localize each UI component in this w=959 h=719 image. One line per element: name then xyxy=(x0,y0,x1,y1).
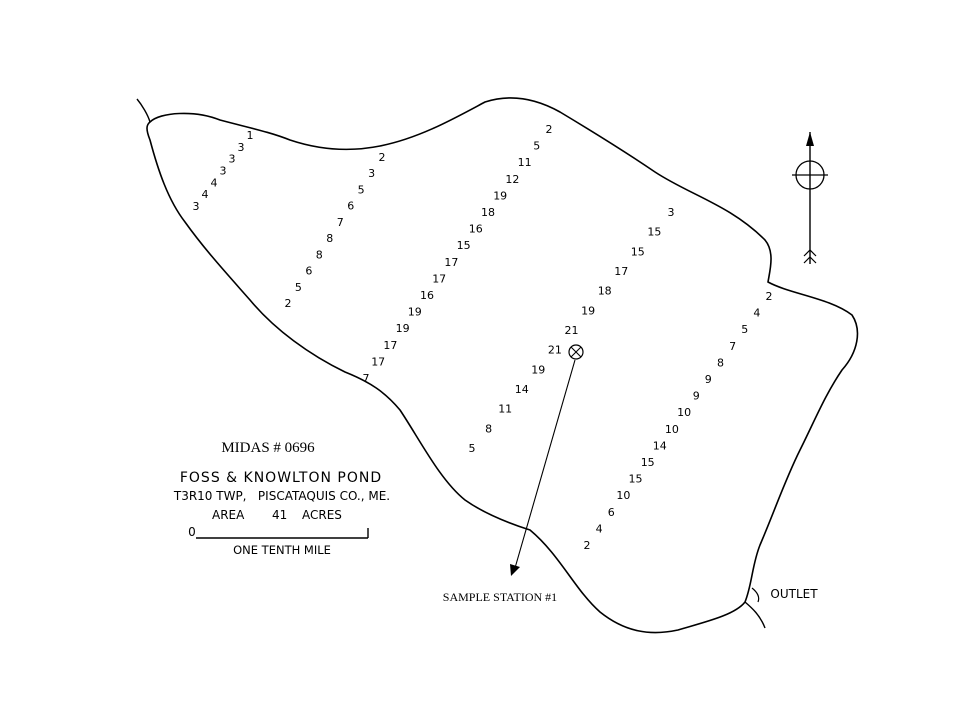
depth-sounding: 11 xyxy=(518,156,532,169)
depth-sounding: 19 xyxy=(581,304,595,317)
scale-zero: 0 xyxy=(188,525,196,539)
depth-sounding: 19 xyxy=(493,189,507,202)
depth-sounding: 11 xyxy=(498,403,512,416)
inlet-stream xyxy=(136,98,151,123)
depth-sounding: 14 xyxy=(515,383,529,396)
depth-sounding: 3 xyxy=(193,200,200,213)
depth-sounding: 17 xyxy=(432,272,446,285)
shoreline xyxy=(146,97,859,634)
depth-sounding: 18 xyxy=(598,285,612,298)
depth-sounding: 10 xyxy=(665,423,679,436)
depth-sounding: 7 xyxy=(729,340,736,353)
depth-sounding: 3 xyxy=(238,141,245,154)
depth-sounding: 5 xyxy=(533,140,540,153)
depth-sounding: 5 xyxy=(741,323,748,336)
depth-sounding: 2 xyxy=(379,151,386,164)
area-label: AREA xyxy=(212,508,245,522)
pond-name: FOSS & KNOWLTON POND xyxy=(180,470,382,486)
depth-sounding: 5 xyxy=(295,281,302,294)
depth-sounding: 5 xyxy=(358,183,365,196)
depth-soundings: 1333443235678865225111219181615171716191… xyxy=(193,123,773,552)
depth-sounding: 8 xyxy=(717,356,724,369)
sample-station-arrow xyxy=(510,359,576,576)
depth-sounding: 4 xyxy=(211,176,218,189)
scale-bar xyxy=(196,528,369,539)
depth-sounding: 10 xyxy=(616,489,630,502)
depth-sounding: 6 xyxy=(608,506,615,519)
depth-sounding: 17 xyxy=(444,256,458,269)
depth-sounding: 8 xyxy=(485,422,492,435)
depth-sounding: 2 xyxy=(546,123,553,136)
outlet-label: OUTLET xyxy=(770,587,818,601)
depth-sounding: 14 xyxy=(653,439,667,452)
area-unit: ACRES xyxy=(302,508,342,522)
depth-sounding: 2 xyxy=(285,297,292,310)
depth-sounding: 15 xyxy=(629,473,643,486)
depth-sounding: 2 xyxy=(766,290,773,303)
depth-sounding: 8 xyxy=(326,232,333,245)
depth-sounding: 9 xyxy=(693,390,700,403)
midas-number: MIDAS # 0696 xyxy=(221,440,315,456)
depth-sounding: 4 xyxy=(753,307,760,320)
depth-sounding: 9 xyxy=(705,373,712,386)
depth-sounding: 19 xyxy=(531,363,545,376)
depth-sounding: 2 xyxy=(584,539,591,552)
depth-sounding: 3 xyxy=(668,206,675,219)
sample-station-label: SAMPLE STATION #1 xyxy=(443,590,557,604)
depth-sounding: 15 xyxy=(641,456,655,469)
depth-sounding: 19 xyxy=(408,306,422,319)
depth-sounding: 16 xyxy=(420,289,434,302)
depth-sounding: 4 xyxy=(202,188,209,201)
depth-sounding: 4 xyxy=(596,522,603,535)
depth-sounding: 17 xyxy=(614,265,628,278)
depth-sounding: 17 xyxy=(383,339,397,352)
sample-station-marker xyxy=(568,344,584,360)
depth-sounding: 7 xyxy=(337,216,344,229)
depth-sounding: 8 xyxy=(316,248,323,261)
outlet-stream xyxy=(744,601,766,629)
area-value: 41 xyxy=(272,508,287,522)
outlet-stream-bank xyxy=(751,587,760,603)
depth-sounding: 15 xyxy=(457,239,471,252)
scale-label: ONE TENTH MILE xyxy=(233,543,331,557)
depth-sounding: 15 xyxy=(631,245,645,258)
depth-sounding: 6 xyxy=(305,265,312,278)
depth-sounding: 21 xyxy=(565,324,579,337)
depth-sounding: 21 xyxy=(548,344,562,357)
depth-sounding: 15 xyxy=(647,226,661,239)
depth-sounding: 3 xyxy=(229,153,236,166)
depth-sounding: 18 xyxy=(481,206,495,219)
depth-sounding: 10 xyxy=(677,406,691,419)
depth-sounding: 5 xyxy=(469,442,476,455)
depth-sounding: 12 xyxy=(505,173,519,186)
depth-sounding: 6 xyxy=(347,200,354,213)
depth-sounding: 7 xyxy=(363,372,370,385)
depth-sounding: 3 xyxy=(368,167,375,180)
north-compass-icon xyxy=(792,132,828,264)
pond-location: T3R10 TWP, PISCATAQUIS CO., ME. xyxy=(173,489,390,503)
depth-sounding: 3 xyxy=(220,165,227,178)
depth-sounding: 19 xyxy=(396,322,410,335)
depth-sounding: 1 xyxy=(247,129,254,142)
depth-sounding: 17 xyxy=(371,355,385,368)
depth-sounding: 16 xyxy=(469,223,483,236)
